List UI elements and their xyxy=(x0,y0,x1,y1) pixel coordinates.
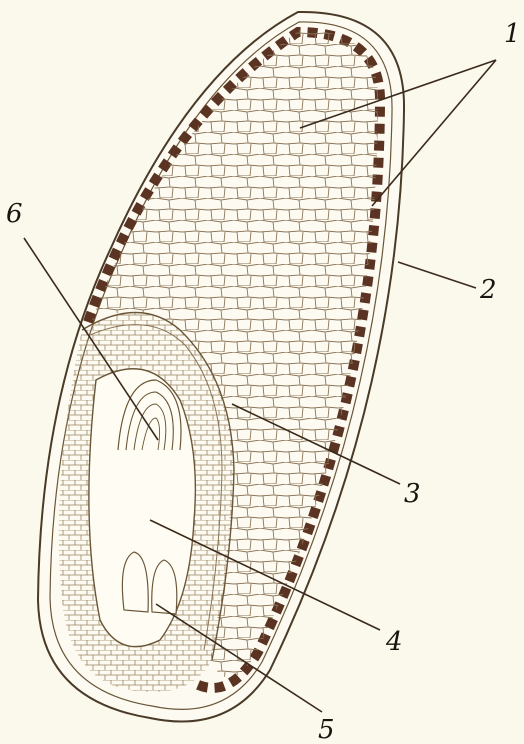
label-1: 1 xyxy=(504,19,521,49)
label-5: 5 xyxy=(318,715,335,744)
label-3: 3 xyxy=(404,479,421,509)
leader-2 xyxy=(398,262,476,288)
label-4: 4 xyxy=(385,627,403,657)
label-2: 2 xyxy=(479,275,497,305)
label-6: 6 xyxy=(6,199,23,229)
